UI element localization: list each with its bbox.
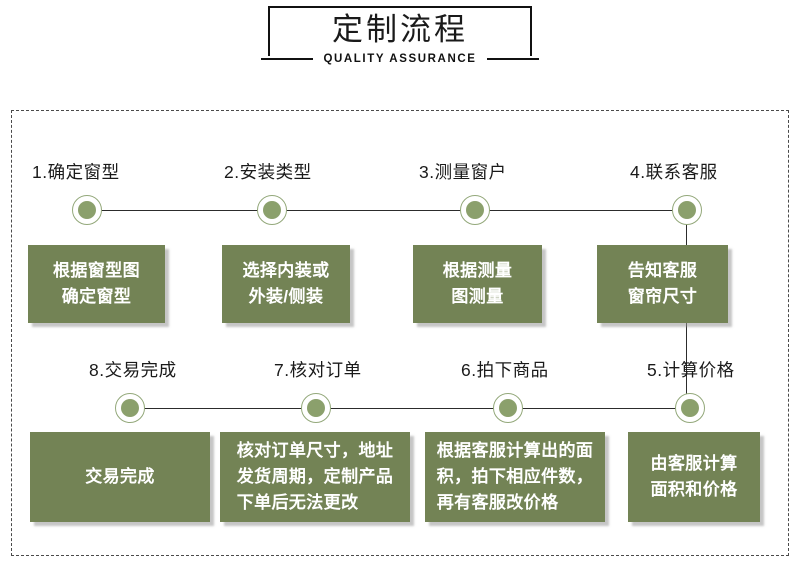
step-card-6-text: 根据客服计算出的面 积，拍下相应件数， 再有客服改价格 — [436, 441, 594, 512]
step-label-6: 6.拍下商品 — [461, 360, 549, 380]
step-card-2-text: 选择内装或 外装/侧装 — [242, 261, 330, 306]
step-card-8-text: 交易完成 — [85, 467, 155, 486]
step-marker-3[interactable] — [460, 195, 490, 225]
step-card-4: 告知客服 窗帘尺寸 — [597, 245, 728, 323]
step-card-1-text: 根据窗型图 确定窗型 — [53, 261, 140, 306]
step-label-8: 8.交易完成 — [89, 360, 177, 380]
flow-line-row2 — [130, 408, 691, 409]
step-label-5: 5.计算价格 — [647, 360, 735, 380]
page-title-block: 定制流程 QUALITY ASSURANCE — [261, 6, 539, 65]
step-card-5: 由客服计算 面积和价格 — [628, 432, 760, 522]
step-marker-2[interactable] — [257, 195, 287, 225]
title-rule-right — [486, 58, 539, 60]
step-label-3: 3.测量窗户 — [419, 162, 507, 182]
step-marker-1[interactable] — [72, 195, 102, 225]
step-card-6: 根据客服计算出的面 积，拍下相应件数， 再有客服改价格 — [425, 432, 605, 522]
step-label-7: 7.核对订单 — [274, 360, 362, 380]
step-card-3: 根据测量 图测量 — [413, 245, 542, 323]
step-marker-4[interactable] — [672, 195, 702, 225]
step-label-4: 4.联系客服 — [630, 162, 718, 182]
page-subtitle: QUALITY ASSURANCE — [321, 53, 479, 65]
step-card-3-text: 根据测量 图测量 — [442, 261, 513, 306]
page-title: 定制流程 — [332, 12, 468, 47]
flow-container-frame — [11, 110, 789, 556]
step-card-4-text: 告知客服 窗帘尺寸 — [627, 261, 698, 306]
step-card-7: 核对订单尺寸，地址 发货周期，定制产品 下单后无法更改 — [220, 432, 410, 522]
step-label-2: 2.安装类型 — [224, 162, 312, 182]
step-marker-6[interactable] — [493, 393, 523, 423]
step-label-1: 1.确定窗型 — [32, 162, 120, 182]
step-card-1: 根据窗型图 确定窗型 — [28, 245, 165, 323]
flow-line-row1 — [87, 210, 688, 211]
title-subtitle-row: QUALITY ASSURANCE — [260, 53, 540, 65]
step-card-2: 选择内装或 外装/侧装 — [222, 245, 350, 323]
step-marker-5[interactable] — [675, 393, 705, 423]
step-marker-7[interactable] — [301, 393, 331, 423]
step-card-7-text: 核对订单尺寸，地址 发货周期，定制产品 下单后无法更改 — [236, 441, 394, 512]
title-frame — [268, 6, 532, 56]
step-card-8: 交易完成 — [30, 432, 210, 522]
title-rule-left — [261, 58, 314, 60]
step-marker-8[interactable] — [115, 393, 145, 423]
step-card-5-text: 由客服计算 面积和价格 — [650, 454, 738, 499]
